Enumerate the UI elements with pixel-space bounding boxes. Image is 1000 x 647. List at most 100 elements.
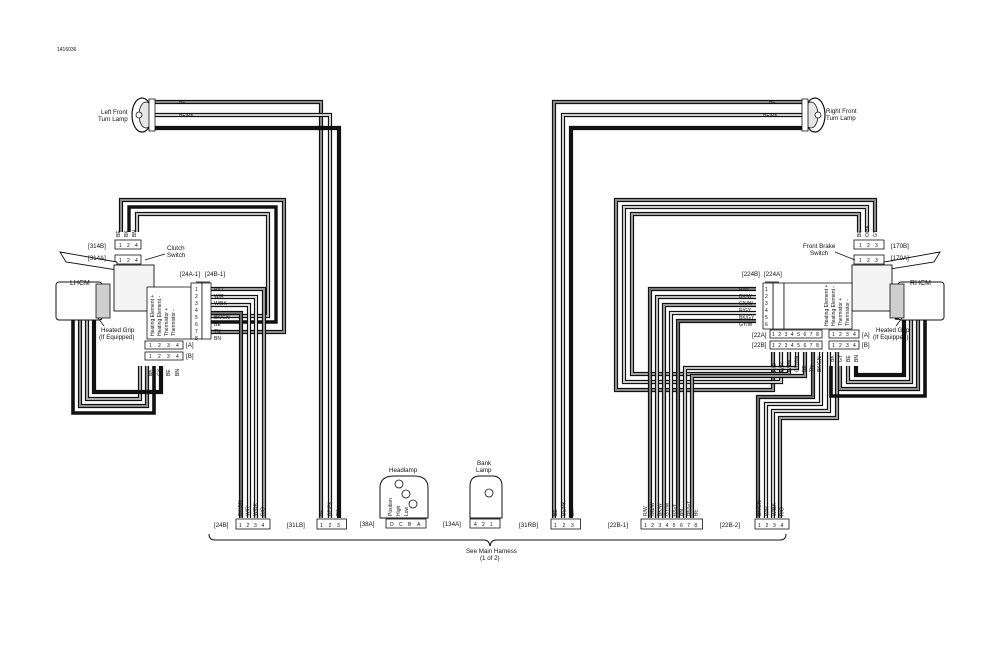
right-grip-wire: GY <box>838 354 844 362</box>
harness-brace <box>208 533 787 547</box>
clutch-conn-b: [314B] <box>88 243 106 250</box>
left-grip-wire: BE <box>166 369 172 376</box>
right-module-wire: GY/W <box>739 322 753 328</box>
left-grip-pin: 4 <box>176 343 179 349</box>
right-heating-text-1: Heating Element + <box>824 285 830 326</box>
right-turn-lamp <box>801 97 826 133</box>
brake-wire-3: GY <box>873 229 879 237</box>
brake-pin-a-1: 1 <box>859 258 862 264</box>
left-module-pin: 5 <box>195 315 198 321</box>
left-grip-wire: GY <box>157 368 163 376</box>
clutch-conn-a: [314A] <box>88 255 106 262</box>
right-module-wire: BK/GY <box>739 315 755 321</box>
bottom-connector-wire: BK/W <box>657 503 663 516</box>
right-22-wire: W/BK <box>787 359 793 372</box>
left-module-pin: 2 <box>195 294 198 300</box>
bottom-connector-pin: 3 <box>658 523 661 529</box>
clutch-wire-1: BE <box>116 230 122 237</box>
left-grip-pin: 3 <box>167 343 170 349</box>
right-22a-pin: 1 <box>772 332 775 338</box>
left-module-pin: 7 <box>195 329 198 335</box>
bottom-connector-wire: R/O <box>261 507 267 516</box>
bottom-connector-pin: 2 <box>766 523 769 529</box>
left-lamp-wire-3: BK <box>179 126 186 132</box>
right-grip-pin: 4 <box>853 343 856 349</box>
bottom-connector-wire: W/R <box>765 506 771 516</box>
left-module-wire: BN <box>214 336 221 342</box>
right-lamp-wire-3: BK <box>769 126 776 132</box>
front-brake-label-2: Switch <box>810 250 829 257</box>
left-heating-text-4: Thermistor - <box>171 309 177 336</box>
right-module-pin: 5 <box>765 315 768 321</box>
left-grip-conn-b: [B] <box>186 353 194 360</box>
bottom-connector-pin: 2 <box>651 523 654 529</box>
right-22a-pin: 5 <box>797 332 800 338</box>
clutch-pin-a-3: 4 <box>135 258 138 264</box>
right-22a-pin: 3 <box>785 332 788 338</box>
bottom-connector-label: [22B-1] <box>608 522 628 529</box>
right-22b-pin: 3 <box>785 343 788 349</box>
bottom-connector-pin: 3 <box>337 523 340 529</box>
headlamp-pin-d: D <box>390 522 394 528</box>
front-brake-conn-a: [170A] <box>891 255 909 262</box>
clutch-switch-label-2: Switch <box>167 252 186 259</box>
right-grip-pin: 1 <box>832 343 835 349</box>
brake-pin-b-3: 3 <box>875 243 878 249</box>
bottom-connector-body <box>640 518 703 530</box>
right-heating-text-3: Thermistor + <box>838 298 844 326</box>
right-22b-pin: 4 <box>791 343 794 349</box>
headlamp-pin-b: B <box>408 522 412 528</box>
bottom-connector-wire: R/O <box>780 507 786 516</box>
right-22-wire: R/O <box>772 363 778 372</box>
right-22a-pin: 6 <box>804 332 807 338</box>
brake-pin-a-2: 2 <box>867 258 870 264</box>
clutch-wire-2: BK <box>124 230 130 237</box>
left-heating-text-2: Heating Element - <box>157 296 163 336</box>
right-module-wire: R/GY <box>739 308 752 314</box>
clutch-pin-b-1: 1 <box>119 243 122 249</box>
right-heating-text-2: Heating Element - <box>831 286 837 326</box>
bottom-connector-label: [31LB] <box>287 522 305 529</box>
right-module-pin: 1 <box>765 287 768 293</box>
bank-lamp-conn: [134A] <box>443 521 461 528</box>
left-conn-24a: [24A-1] <box>180 271 200 278</box>
left-grip-pin: 2 <box>158 354 161 360</box>
bank-lamp-title-2: Lamp <box>476 467 492 474</box>
bottom-connector-label: [24B] <box>214 522 229 529</box>
clutch-switch-label-1: Clutch <box>167 245 185 252</box>
clutch-pin-b-2: 2 <box>127 243 130 249</box>
bottom-connector-wire: BK <box>570 509 576 516</box>
left-module-pin: 1 <box>195 287 198 293</box>
bottom-connector-pin: 1 <box>554 523 557 529</box>
lhcm-grip-label-1: Heated Grip <box>101 327 135 334</box>
left-module-pin: 8 <box>195 336 198 342</box>
right-module-pin: 6 <box>765 322 768 328</box>
right-22-wire: TN <box>810 365 816 372</box>
left-turn-lamp-label-1: Left Front <box>101 109 128 116</box>
bank-lamp-pin-1: 1 <box>490 522 493 528</box>
bottom-connector-pin: 2 <box>329 523 332 529</box>
bottom-connector-wire: GN/W <box>650 502 656 516</box>
right-grip-pin: 3 <box>846 332 849 338</box>
harness-note-2: (1 of 2) <box>480 555 500 562</box>
rhcm-label: RHCM <box>910 280 931 287</box>
right-module-pin: 2 <box>765 294 768 300</box>
bottom-connector-pin: 5 <box>673 523 676 529</box>
rhcm-grip-label-1: Heated Grip <box>876 327 910 334</box>
right-turn-lamp-label-1: Right Front <box>826 108 857 115</box>
right-22b-pin: 5 <box>797 343 800 349</box>
right-grip-conn-b: [B] <box>862 342 870 349</box>
brake-pin-b-1: 1 <box>859 243 862 249</box>
bottom-connector-pin: 1 <box>644 523 647 529</box>
headlamp-title: Headlamp <box>389 467 418 474</box>
lhcm-assembly <box>55 239 212 361</box>
right-module-wire: R/W <box>739 287 749 293</box>
bottom-connector-wire: BK/GN <box>757 500 763 516</box>
rhcm-grip-label-2: (If Equipped) <box>873 334 908 341</box>
lhcm-grip-label-2: (If Equipped) <box>99 334 134 341</box>
right-22-wire: GY/GN <box>795 355 801 372</box>
